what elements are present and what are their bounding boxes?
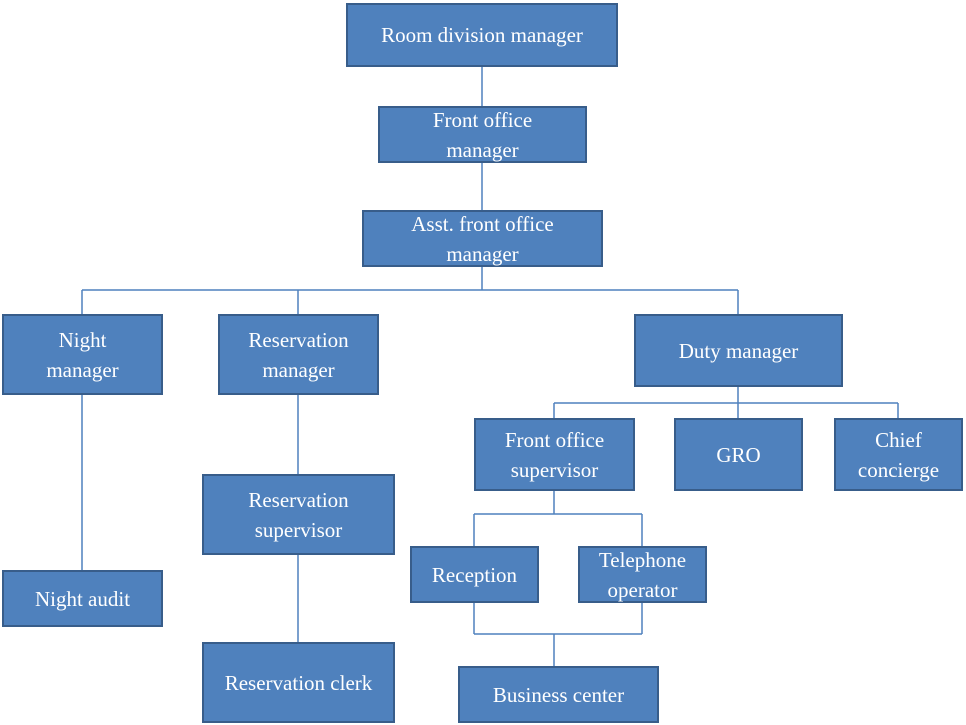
node-front-office-supervisor: Front office supervisor — [474, 418, 635, 491]
node-label: Reservation clerk — [224, 670, 373, 695]
node-label: Reception — [431, 562, 518, 587]
node-gro: GRO — [674, 418, 803, 491]
node-duty-manager: Duty manager — [634, 314, 843, 387]
node-reservation-clerk: Reservation clerk — [202, 642, 395, 723]
node-label: GRO — [716, 442, 761, 467]
node-asst-front-office-manager: Asst. front office manager — [362, 210, 603, 267]
node-label: Room division manager — [381, 23, 583, 47]
node-front-office-manager: Front office manager — [378, 106, 587, 163]
node-reception: Reception — [410, 546, 539, 603]
node-business-center: Business center — [458, 666, 659, 723]
node-night-audit: Night audit — [2, 570, 163, 627]
node-reservation-supervisor: Reservation supervisor — [202, 474, 395, 555]
node-label: Business center — [492, 682, 625, 707]
node-label: Night manager — [46, 327, 119, 382]
node-label: Chief concierge — [857, 427, 940, 482]
node-label: Reservation manager — [248, 327, 349, 382]
node-night-manager: Night manager — [2, 314, 163, 395]
node-chief-concierge: Chief concierge — [834, 418, 963, 491]
node-label: Front office supervisor — [504, 427, 605, 482]
node-label: Duty manager — [678, 338, 799, 363]
node-label: Night audit — [34, 586, 131, 611]
node-label: Telephone operator — [598, 547, 687, 602]
node-label: Front office manager — [432, 107, 533, 162]
node-room-division-manager: Room division manager — [346, 3, 618, 67]
node-telephone-operator: Telephone operator — [578, 546, 707, 603]
node-label: Reservation supervisor — [248, 487, 349, 542]
node-reservation-manager: Reservation manager — [218, 314, 379, 395]
node-label: Asst. front office manager — [411, 211, 554, 266]
